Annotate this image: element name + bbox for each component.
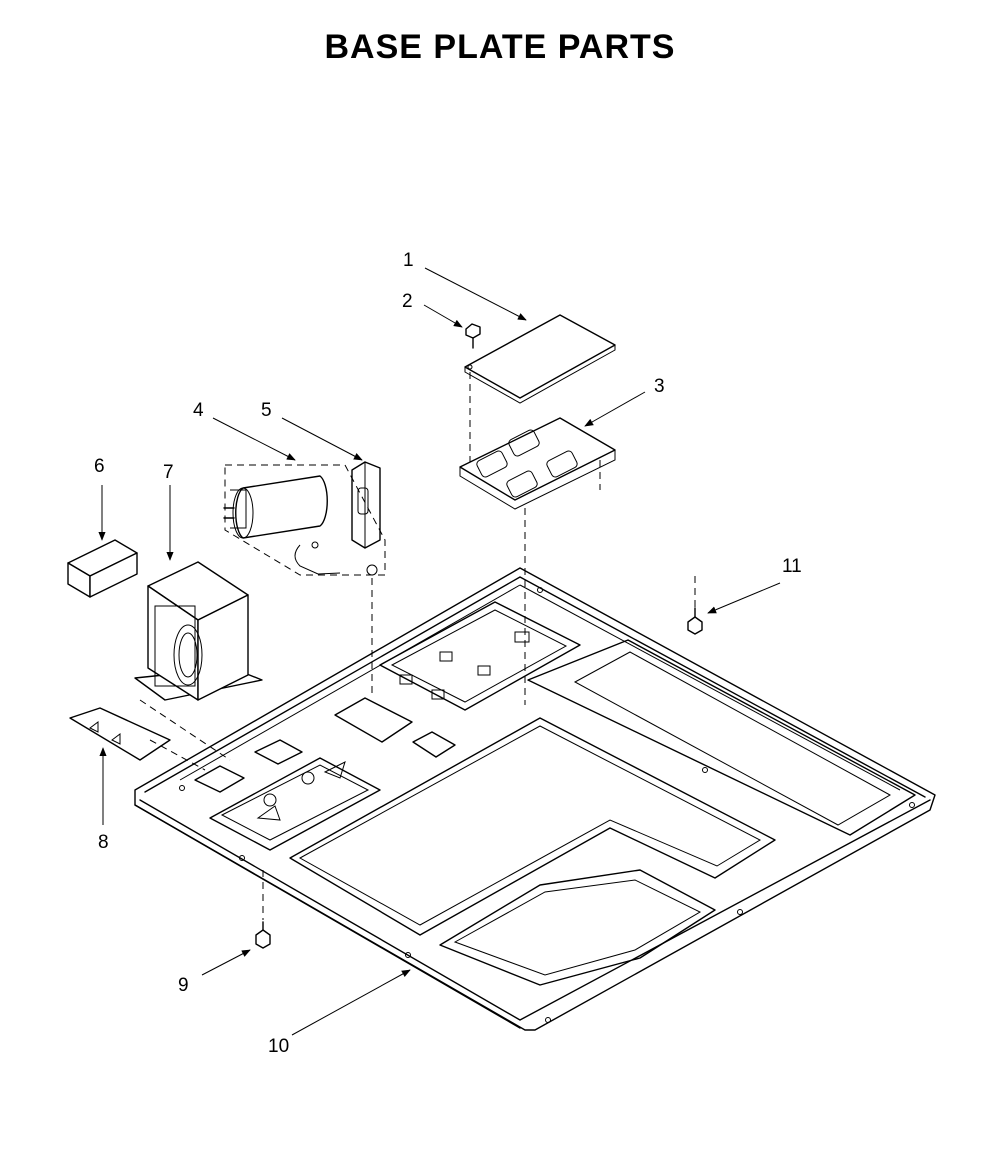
part-11-screw xyxy=(687,607,703,635)
callout-8: 8 xyxy=(98,832,109,853)
callout-3: 3 xyxy=(654,376,665,397)
callout-2: 2 xyxy=(402,291,413,312)
page-title: BASE PLATE PARTS xyxy=(324,28,676,66)
callout-5: 5 xyxy=(261,400,272,421)
callout-6: 6 xyxy=(94,456,105,477)
part-8-label xyxy=(69,707,171,761)
part-2-screw xyxy=(465,323,481,349)
leader-lines xyxy=(98,267,781,1036)
part-1-plate xyxy=(464,314,616,404)
callout-9: 9 xyxy=(178,975,189,996)
callout-10: 10 xyxy=(268,1036,289,1057)
part-3-tray xyxy=(459,417,616,510)
part-4-capacitor xyxy=(223,475,328,539)
part-5-bracket xyxy=(294,461,381,576)
callout-7: 7 xyxy=(163,462,174,483)
callout-11: 11 xyxy=(782,556,802,577)
callout-4: 4 xyxy=(193,400,204,421)
part-9-screw xyxy=(255,921,271,949)
part-7-transformer xyxy=(134,561,263,701)
part-6-block xyxy=(67,539,138,598)
base-plate xyxy=(134,567,936,1031)
callout-1: 1 xyxy=(403,250,414,271)
assembly-lines xyxy=(139,372,696,920)
